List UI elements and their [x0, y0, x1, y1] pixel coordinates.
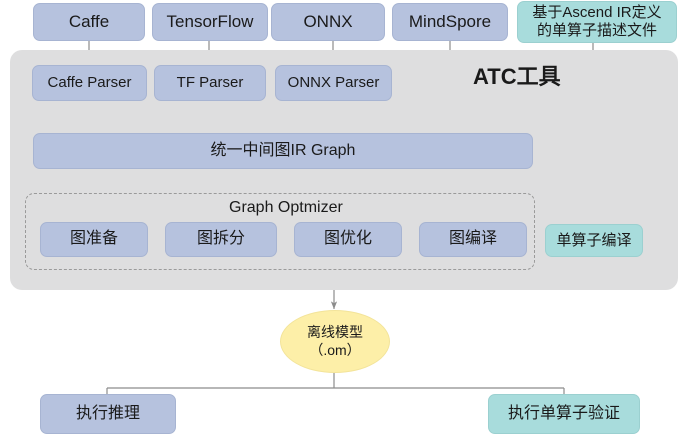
parser-box-caffe-parser[interactable]: Caffe Parser: [32, 65, 147, 101]
offline-model-line1: 离线模型: [307, 324, 363, 340]
atc-tool-title: ATC工具: [473, 64, 561, 89]
single-op-compile-box[interactable]: 单算子编译: [545, 224, 643, 257]
framework-box-onnx[interactable]: ONNX: [271, 3, 385, 41]
framework-box-caffe[interactable]: Caffe: [33, 3, 145, 41]
output-box-run-single-op-verify[interactable]: 执行单算子验证: [488, 394, 640, 434]
parser-box-onnx-parser[interactable]: ONNX Parser: [275, 65, 392, 101]
ir-graph-box[interactable]: 统一中间图IR Graph: [33, 133, 533, 169]
optimizer-stage-graph-compile[interactable]: 图编译: [419, 222, 527, 257]
graph-optimizer-group: [25, 193, 535, 270]
optimizer-stage-graph-split[interactable]: 图拆分: [165, 222, 277, 257]
framework-box-mindspore[interactable]: MindSpore: [392, 3, 508, 41]
offline-model-ellipse[interactable]: 离线模型 （.om）: [280, 310, 390, 373]
parser-box-tf-parser[interactable]: TF Parser: [154, 65, 266, 101]
optimizer-stage-graph-prepare[interactable]: 图准备: [40, 222, 148, 257]
graph-optimizer-label: Graph Optmizer: [229, 199, 343, 216]
offline-model-line2: （.om）: [309, 341, 361, 358]
framework-box-tensorflow[interactable]: TensorFlow: [152, 3, 268, 41]
output-box-run-inference[interactable]: 执行推理: [40, 394, 176, 434]
optimizer-stage-graph-optimize[interactable]: 图优化: [294, 222, 402, 257]
framework-box-ascend-ir-file[interactable]: 基于Ascend IR定义 的单算子描述文件: [517, 1, 677, 43]
